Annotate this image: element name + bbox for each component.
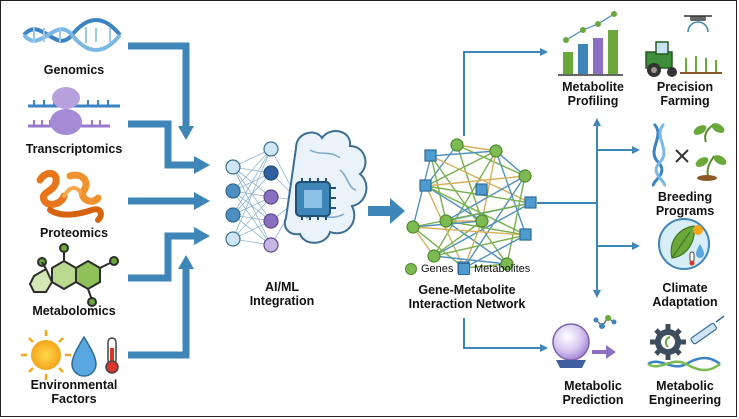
profiling-line1: Metabolite: [562, 80, 624, 94]
precision-farming-tractor-icon: [645, 15, 722, 77]
metabolic-prediction-label: Metabolic Prediction: [548, 379, 638, 407]
metabolomics-label: Metabolomics: [32, 304, 116, 318]
metabolite-node: [475, 183, 488, 196]
arrow-environmental: [128, 267, 190, 359]
gene-node: [439, 214, 453, 228]
climate-adaptation-label: Climate Adaptation: [640, 281, 730, 309]
metabolic-engineering-label: Metabolic Engineering: [640, 379, 730, 407]
environmental-line1: Environmental: [30, 378, 118, 392]
legend-metabolites-text: Metabolites: [474, 263, 531, 275]
engineering-line1: Metabolic: [656, 379, 714, 393]
gene-node: [427, 249, 441, 263]
proteomics-protein-icon: [36, 170, 104, 223]
metabolite-swatch: [458, 263, 470, 275]
gene-node: [518, 169, 532, 183]
gene-node: [489, 144, 503, 158]
proteomics-label: Proteomics: [39, 226, 109, 240]
genomics-label: Genomics: [43, 63, 105, 77]
arrow-ai-to-network: [368, 198, 405, 224]
input-arrows: [128, 42, 196, 359]
gene-node: [500, 257, 514, 271]
breeding-programs-label: Breeding Programs: [640, 190, 730, 218]
ai-line1: AI/ML: [264, 280, 300, 294]
environmental-factors-icon: [21, 330, 119, 380]
network-line2: Interaction Network: [408, 297, 526, 311]
legend-genes: Genes: [405, 263, 453, 275]
ai-integration-label: AI/ML Integration: [232, 280, 332, 308]
network-line1: Gene-Metabolite: [418, 283, 516, 297]
metabolite-node: [519, 228, 532, 241]
profiling-bar-chart-icon: [558, 11, 623, 76]
genomics-dna-icon: [22, 18, 122, 52]
arrow-metabolomics: [128, 232, 196, 282]
transcriptomics-rna-icon: [28, 87, 120, 135]
environmental-factors-label: Environmental Factors: [14, 378, 134, 406]
legend-genes-text: Genes: [421, 263, 454, 275]
metabolic-prediction-crystal-ball-icon: [552, 315, 617, 368]
arrow-transcriptomics: [128, 120, 196, 169]
gene-node: [450, 138, 464, 152]
metabolite-node: [424, 149, 437, 162]
gene-metabolite-network: [406, 138, 537, 274]
breeding-line1: Breeding: [657, 190, 713, 204]
prediction-line2: Prediction: [562, 393, 624, 407]
output-connectors: [463, 48, 640, 352]
metabolite-profiling-label: Metabolite Profiling: [548, 80, 638, 108]
gene-swatch: [405, 263, 417, 275]
climate-line1: Climate: [662, 281, 708, 295]
climate-line2: Adaptation: [652, 295, 718, 309]
prediction-line1: Metabolic: [564, 379, 622, 393]
precision-farming-label: Precision Farming: [640, 80, 730, 108]
ai-neural-network-icon: [225, 130, 368, 253]
climate-adaptation-icon: [658, 218, 710, 270]
engineering-line2: Engineering: [648, 393, 722, 407]
environmental-line2: Factors: [51, 392, 97, 406]
transcriptomics-label: Transcriptomics: [25, 142, 123, 156]
gene-node: [406, 220, 420, 234]
arrow-genomics: [128, 42, 190, 128]
ai-line2: Integration: [249, 294, 315, 308]
metabolomics-molecule-icon: [28, 243, 119, 307]
precision-line2: Farming: [660, 94, 710, 108]
breeding-programs-icon: [652, 122, 727, 188]
profiling-line2: Profiling: [567, 94, 619, 108]
legend-metabolites: Metabolites: [458, 263, 530, 275]
input-arrowheads: [178, 126, 210, 269]
breeding-line2: Programs: [655, 204, 715, 218]
precision-line1: Precision: [656, 80, 714, 94]
metabolite-node: [524, 196, 537, 209]
metabolite-node: [419, 179, 432, 192]
metabolic-engineering-icon: [647, 315, 725, 372]
network-label: Gene-Metabolite Interaction Network: [397, 283, 537, 311]
gene-node: [475, 214, 489, 228]
